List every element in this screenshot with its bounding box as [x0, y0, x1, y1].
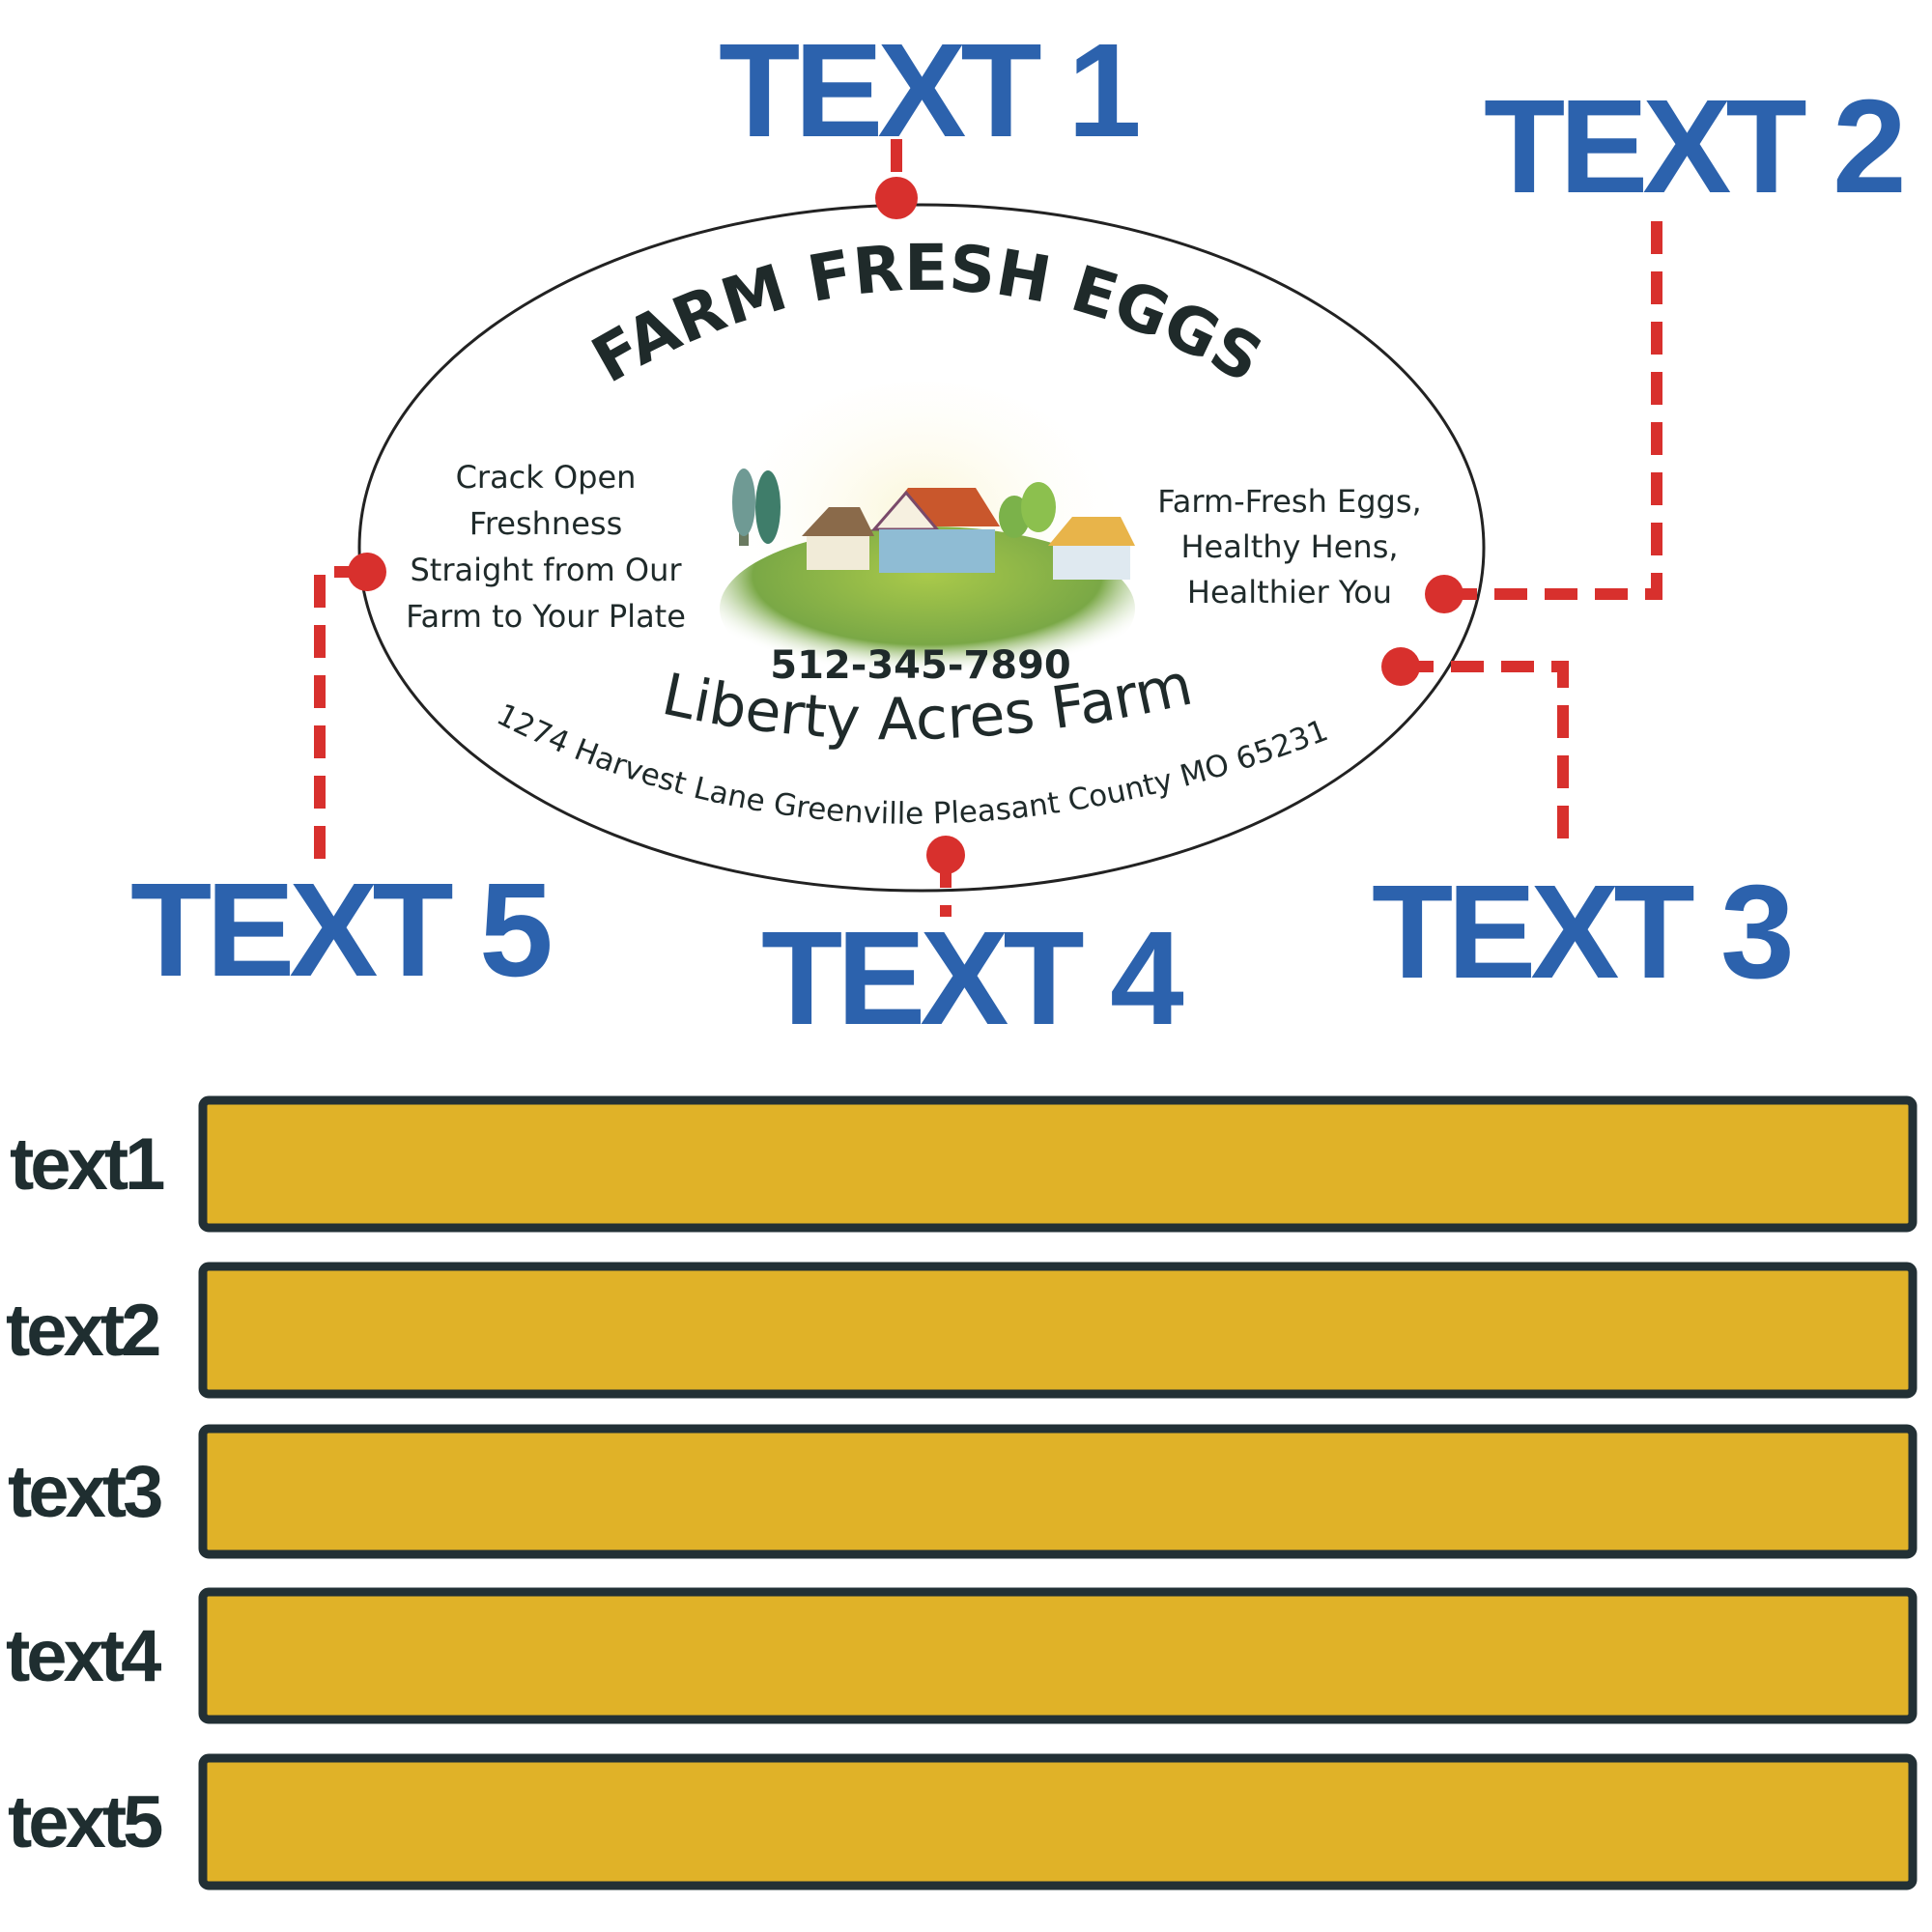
marker-dot-text3	[1381, 647, 1420, 686]
right-tagline-line: Farm-Fresh Eggs,	[1157, 483, 1421, 520]
row-label-text3: text3	[8, 1451, 161, 1533]
farm-illustration	[720, 382, 1135, 691]
marker-dot-text1	[875, 177, 918, 219]
answer-field-text5[interactable]	[198, 1753, 1918, 1890]
phone-number: 512-345-7890	[770, 643, 1071, 688]
marker-dot-text5	[348, 553, 386, 591]
left-tagline-line: Crack Open	[456, 459, 637, 496]
row-label-text2: text2	[6, 1290, 159, 1372]
answer-field-text4[interactable]	[198, 1587, 1918, 1724]
answer-field-text2[interactable]	[198, 1262, 1918, 1399]
right-tagline-line: Healthy Hens,	[1180, 528, 1398, 565]
egg-label: FARM FRESH EGGS Crack Open Freshness Str…	[357, 203, 1486, 893]
answer-rows: text1 text2 text3 text4 text5	[6, 1095, 1918, 1890]
left-tagline-line: Straight from Our	[410, 552, 682, 588]
connector-text5	[314, 566, 367, 867]
answer-field-text1[interactable]	[198, 1095, 1918, 1233]
answer-field-text3[interactable]	[198, 1424, 1918, 1559]
marker-dot-text2	[1425, 575, 1463, 613]
connector-text2	[1444, 205, 1662, 600]
callout-text4: TEXT 4	[761, 904, 1184, 1053]
row-label-text5: text5	[8, 1781, 162, 1863]
connector-text3	[1401, 661, 1569, 842]
right-tagline-line: Healthier You	[1187, 574, 1392, 611]
callout-text1: TEXT 1	[719, 16, 1138, 165]
callout-text2: TEXT 2	[1484, 72, 1902, 221]
row-label-text4: text4	[6, 1615, 161, 1697]
left-tagline: Crack Open Freshness Straight from Our F…	[406, 459, 686, 635]
left-tagline-line: Freshness	[469, 505, 622, 542]
left-tagline-line: Farm to Your Plate	[406, 598, 686, 635]
callout-connectors	[314, 139, 1662, 917]
row-label-text1: text1	[10, 1123, 164, 1206]
right-tagline: Farm-Fresh Eggs, Healthy Hens, Healthier…	[1157, 483, 1421, 611]
marker-dot-text4	[926, 836, 965, 874]
callout-text5: TEXT 5	[130, 856, 550, 1005]
callout-text3: TEXT 3	[1372, 858, 1790, 1007]
